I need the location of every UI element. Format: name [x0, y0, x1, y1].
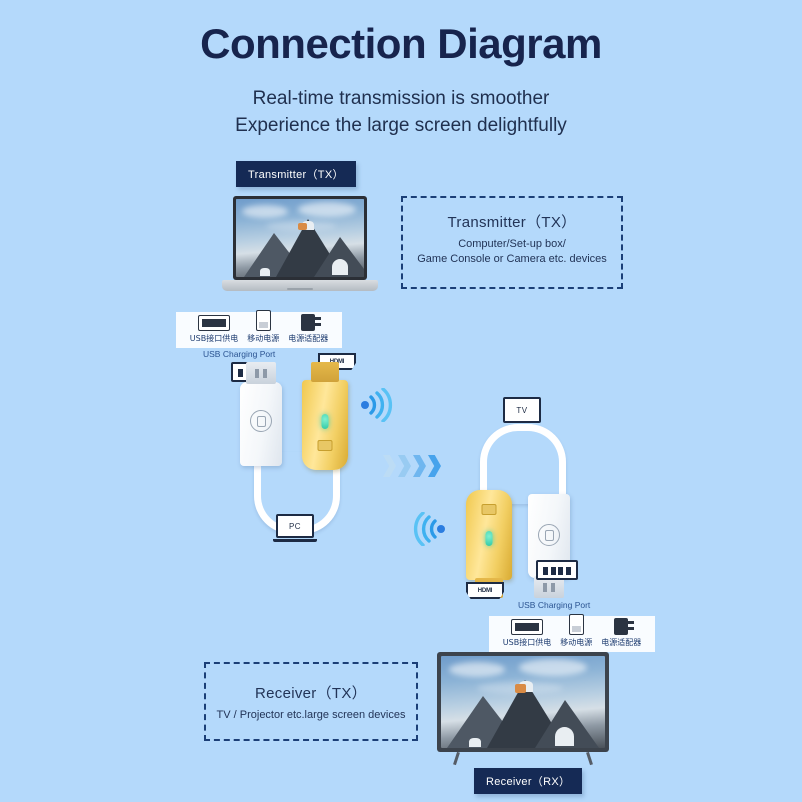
transmitter-info-line-2: Game Console or Camera etc. devices	[417, 253, 607, 265]
tv-illustration	[437, 652, 609, 767]
power-adapter-icon	[614, 618, 635, 635]
receiver-info-box: Receiver（TX） TV / Projector etc.large sc…	[204, 662, 418, 741]
chevron-icon	[413, 455, 426, 477]
receiver-info-line-1: TV / Projector etc.large screen devices	[216, 709, 406, 721]
transmitter-info-line-1: Computer/Set-up box/	[458, 238, 566, 250]
page-title: Connection Diagram	[200, 20, 602, 67]
power-source-usb-port: USB接口供电	[190, 315, 238, 344]
tv-body	[437, 652, 609, 752]
power-source-usb-port: USB接口供电	[503, 619, 551, 648]
power-source-label: 电源适配器	[601, 638, 642, 647]
receiver-info-title: Receiver（TX）	[255, 685, 367, 702]
mountain-wallpaper	[236, 199, 364, 277]
power-bank-icon	[568, 614, 584, 635]
transmitter-dongle	[222, 362, 352, 538]
laptop-screen	[236, 199, 364, 277]
mountain-wallpaper	[441, 656, 605, 748]
power-source-panel-right: USB接口供电 移动电源 电源适配器	[489, 614, 655, 652]
chevron-icon	[383, 455, 396, 477]
transmitter-badge: Transmitter（TX）	[236, 161, 356, 187]
transmitter-info-title: Transmitter（TX）	[447, 214, 577, 231]
brand-logo-icon	[250, 410, 272, 432]
power-source-power-bank: 移动电源	[560, 614, 592, 648]
power-adapter-icon	[301, 314, 322, 331]
power-source-adapter: 电源适配器	[601, 618, 641, 648]
tv-screen	[441, 656, 605, 748]
status-led-indicator	[485, 531, 493, 546]
chevron-icon	[398, 455, 411, 477]
hdmi-connector-icon-right: HDMI	[466, 582, 504, 599]
hdmi-icon-label: HDMI	[330, 359, 345, 365]
wifi-signal-icon-transmit	[360, 387, 394, 427]
power-source-label: USB接口供电	[502, 638, 552, 647]
receiver-badge: Receiver（RX）	[474, 768, 583, 794]
power-source-label: 移动电源	[560, 638, 593, 647]
power-source-label: 移动电源	[247, 334, 280, 343]
transmitter-usb-plug	[240, 362, 282, 466]
usb-charging-port-caption-left: USB Charging Port	[203, 349, 276, 359]
tv-badge-label: TV	[503, 397, 541, 423]
hdmi-plug-slot	[481, 504, 497, 515]
tv-stand-leg-right	[586, 751, 593, 766]
power-source-power-bank: 移动电源	[247, 310, 279, 344]
usb-charging-port-caption-right: USB Charging Port	[518, 600, 591, 610]
hdmi-icon-label: HDMI	[477, 587, 493, 594]
pc-badge-label: PC	[276, 514, 314, 538]
receiver-cable	[480, 424, 566, 504]
hdmi-plug-slot	[317, 440, 333, 451]
transmitter-info-box: Transmitter（TX） Computer/Set-up box/ Gam…	[401, 196, 623, 289]
wifi-signal-icon-receive	[412, 511, 446, 551]
subtitle-line-1: Real-time transmission is smoother	[252, 88, 550, 109]
usb-plug-tip	[534, 576, 564, 598]
status-led-indicator	[321, 414, 329, 429]
laptop-base	[222, 280, 378, 291]
usb-port-icon	[197, 315, 230, 331]
receiver-hdmi-plug	[466, 490, 512, 598]
chevron-icon	[428, 455, 441, 477]
transmitter-hdmi-plug	[302, 362, 348, 470]
pc-device-badge: PC	[273, 514, 317, 542]
power-source-label: USB接口供电	[189, 334, 239, 343]
subtitle-line-2: Experience the large screen delightfully	[235, 115, 567, 136]
data-flow-chevrons	[383, 455, 441, 477]
pc-badge-base	[273, 539, 317, 542]
laptop-lid	[233, 196, 367, 280]
laptop-illustration	[222, 196, 382, 301]
usb-plug-tip	[246, 362, 276, 384]
power-source-panel-left: USB接口供电 移动电源 电源适配器	[176, 310, 342, 348]
usb-connector-icon-right	[536, 560, 578, 580]
usb-port-icon	[510, 619, 543, 635]
hdmi-plug-tip	[311, 362, 339, 382]
power-source-label: 电源适配器	[288, 334, 329, 343]
brand-logo-icon	[538, 524, 560, 546]
power-source-adapter: 电源适配器	[288, 314, 328, 344]
tv-stand-leg-left	[453, 751, 460, 766]
power-bank-icon	[255, 310, 271, 331]
